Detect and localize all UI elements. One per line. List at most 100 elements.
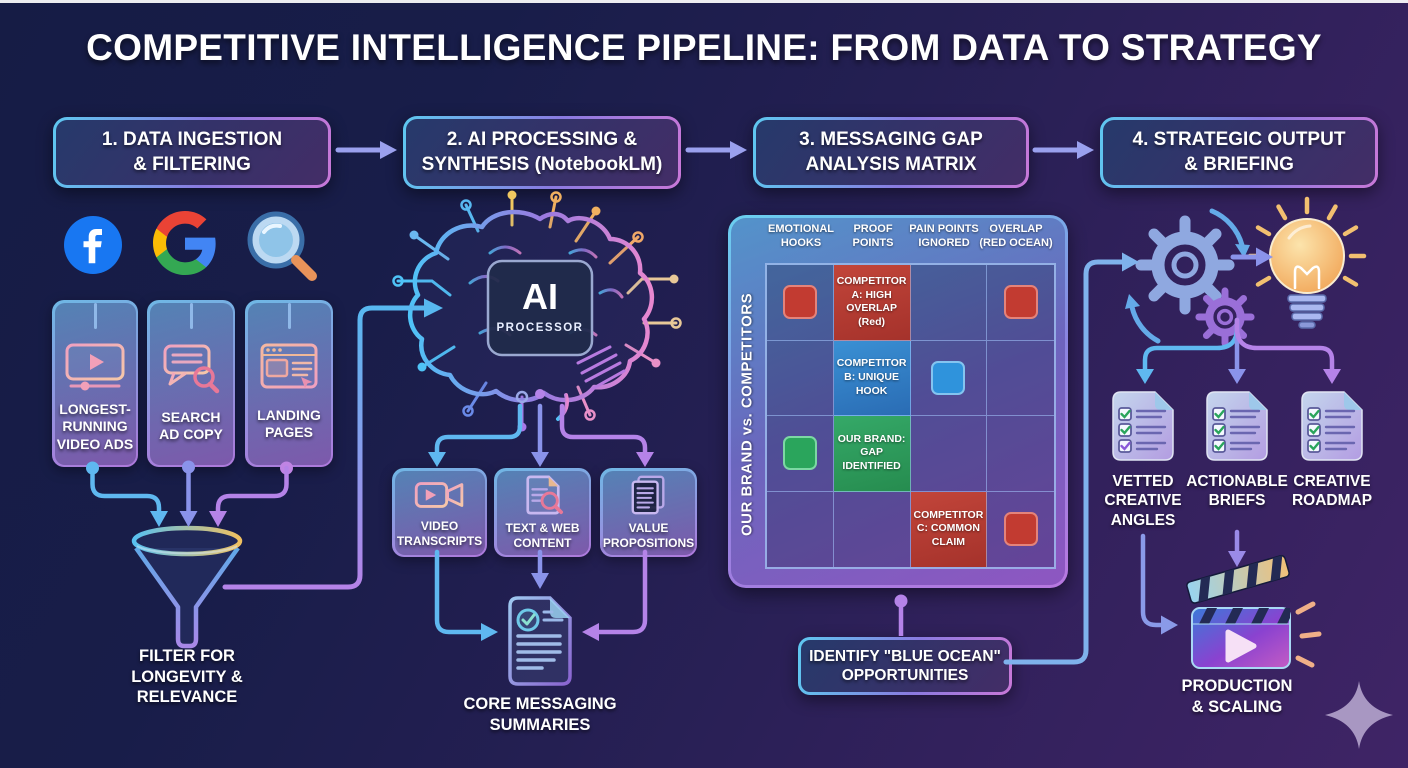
funnel-label-line: RELEVANCE bbox=[136, 688, 238, 707]
card-text-web-content: TEXT & WEB CONTENT bbox=[494, 468, 591, 557]
landing-page-icon bbox=[260, 343, 318, 388]
bulb-filament bbox=[1293, 265, 1321, 290]
stage-3-label: 3. MESSAGING GAP ANALYSIS MATRIX bbox=[799, 128, 983, 177]
card-label-line: CONTENT bbox=[513, 536, 572, 550]
card-landing-pages: LANDING PAGES bbox=[245, 300, 333, 467]
blue-marker bbox=[931, 360, 966, 395]
funnel-label: FILTER FOR LONGEVITY & RELEVANCE bbox=[102, 646, 272, 708]
card-label: LANDING PAGES bbox=[257, 407, 321, 442]
matrix-cell-r1c4 bbox=[987, 265, 1054, 341]
matrix-row-axis-label: OUR BRAND vs. COMPETITORS bbox=[738, 292, 756, 536]
red-marker bbox=[782, 285, 817, 320]
gears-icon bbox=[1125, 208, 1255, 347]
card-label: LONGEST- RUNNING VIDEO ADS bbox=[57, 401, 134, 454]
checklist-rows bbox=[1212, 407, 1261, 453]
card-label-line: TEXT & WEB bbox=[505, 521, 580, 535]
matrix-cell-r2c3 bbox=[910, 340, 988, 416]
stage-4-box: 4. STRATEGIC OUTPUT & BRIEFING bbox=[1100, 117, 1378, 188]
card-label-line: LONGEST- bbox=[59, 400, 131, 417]
stage-2-line-1: 2. AI PROCESSING & bbox=[446, 128, 638, 150]
clapper-band-stripes bbox=[1198, 608, 1290, 624]
card-label-line: LANDING bbox=[257, 406, 321, 423]
cycle-arrow-top bbox=[1209, 208, 1245, 248]
summary-label: CORE MESSAGING SUMMARIES bbox=[455, 694, 625, 735]
red-marker bbox=[1003, 285, 1038, 320]
stage-2-box: 2. AI PROCESSING & SYNTHESIS (NotebookLM… bbox=[403, 116, 681, 189]
stage-4-label: 4. STRATEGIC OUTPUT & BRIEFING bbox=[1133, 128, 1346, 177]
ai-chip-label: AI bbox=[522, 276, 558, 317]
card-video-transcripts: VIDEO TRANSCRIPTS bbox=[392, 468, 487, 557]
card-label-line: TRANSCRIPTS bbox=[396, 534, 483, 548]
matrix-col-header-overlap: OVERLAP(RED OCEAN) bbox=[979, 223, 1053, 250]
cerebellum-hatch bbox=[576, 345, 626, 391]
stage-2-label: 2. AI PROCESSING & SYNTHESIS (NotebookLM… bbox=[422, 128, 663, 177]
documents-stack-icon bbox=[631, 475, 665, 515]
large-gear bbox=[1135, 215, 1235, 315]
funnel-label-line: FILTER FOR bbox=[139, 647, 235, 665]
summary-label-line: SUMMARIES bbox=[489, 715, 591, 734]
ai-brain-icon: AI PROCESSOR bbox=[392, 190, 682, 432]
card-label-line: VIDEO bbox=[420, 519, 459, 533]
stage-1-line-2: & FILTERING bbox=[133, 153, 251, 175]
small-gear bbox=[1195, 287, 1255, 347]
matrix-cell-r4c2 bbox=[834, 491, 911, 567]
matrix-cell-competitor-a: COMPETITOR A: HIGH OVERLAP (Red) bbox=[833, 265, 911, 341]
green-marker bbox=[782, 436, 817, 471]
card-search-ad-copy: SEARCH AD COPY bbox=[147, 300, 235, 467]
matrix-cell-competitor-b: COMPETITOR B: UNIQUE HOOK bbox=[833, 340, 911, 416]
card-label-line: PROPOSITIONS bbox=[602, 536, 695, 550]
card-stem bbox=[287, 302, 291, 329]
matrix-cell-competitor-c: COMPETITOR C: COMMON CLAIM bbox=[910, 491, 988, 567]
funnel-label-line: LONGEVITY & bbox=[131, 667, 243, 686]
lightbulb-icon bbox=[1247, 196, 1367, 329]
card-label-line: SEARCH bbox=[161, 408, 221, 425]
card-longest-running-video-ads: LONGEST- RUNNING VIDEO ADS bbox=[52, 300, 138, 467]
stage-4-line-2: & BRIEFING bbox=[1184, 153, 1294, 175]
facebook-icon bbox=[64, 216, 122, 274]
card-label-line: VIDEO ADS bbox=[56, 435, 134, 452]
summary-doc-icon bbox=[508, 596, 572, 686]
page-title: COMPETITIVE INTELLIGENCE PIPELINE: FROM … bbox=[86, 27, 1322, 68]
sparkle-icon bbox=[1325, 681, 1393, 749]
video-camera-icon bbox=[414, 482, 463, 508]
matrix-cell-r3c1 bbox=[767, 416, 834, 492]
summary-label-line: CORE MESSAGING bbox=[463, 695, 617, 713]
matrix-cell-r3c3 bbox=[910, 416, 988, 492]
top-border-line bbox=[0, 0, 1408, 3]
stage-2-line-2: SYNTHESIS (NotebookLM) bbox=[421, 153, 663, 175]
card-label: SEARCH AD COPY bbox=[159, 409, 223, 444]
ad-search-icon bbox=[247, 211, 317, 281]
checklist-doc-icon bbox=[1301, 391, 1363, 461]
funnel-icon bbox=[131, 525, 243, 649]
document-search-icon bbox=[525, 475, 563, 515]
production-label: PRODUCTION & SCALING bbox=[1181, 677, 1293, 716]
card-stem bbox=[189, 302, 193, 329]
card-label-line: PAGES bbox=[265, 424, 313, 440]
matrix-cell-r1c1 bbox=[767, 265, 834, 341]
matrix-cell-r3c4 bbox=[987, 416, 1054, 492]
checklist-doc-icon bbox=[1112, 391, 1174, 461]
matrix-grid: COMPETITOR A: HIGH OVERLAP (Red) COMPETI… bbox=[765, 263, 1056, 569]
doc-label-creative-roadmap: CREATIVE ROADMAP bbox=[1291, 473, 1373, 510]
matrix-cell-r4c4 bbox=[987, 492, 1054, 568]
blue-ocean-line-2: OPPORTUNITIES bbox=[841, 667, 969, 684]
card-label-line: RUNNING bbox=[62, 418, 128, 434]
stage-3-line-2: ANALYSIS MATRIX bbox=[805, 153, 977, 175]
play-triangle bbox=[1225, 629, 1257, 663]
card-label: VIDEO TRANSCRIPTS bbox=[397, 519, 482, 549]
ai-chip bbox=[486, 259, 594, 357]
blue-ocean-callout: IDENTIFY "BLUE OCEAN" OPPORTUNITIES bbox=[798, 637, 1012, 695]
blue-ocean-label: IDENTIFY "BLUE OCEAN" OPPORTUNITIES bbox=[809, 647, 1001, 686]
stage-1-label: 1. DATA INGESTION & FILTERING bbox=[102, 128, 282, 177]
ai-chip-sublabel: PROCESSOR bbox=[497, 322, 584, 334]
bulb-rays bbox=[1247, 196, 1367, 287]
card-stem bbox=[93, 302, 97, 329]
matrix-cell-r2c1 bbox=[767, 340, 834, 416]
red-marker bbox=[1003, 512, 1038, 547]
checklist-rows bbox=[1307, 407, 1356, 453]
stage-4-line-1: 4. STRATEGIC OUTPUT bbox=[1132, 128, 1346, 150]
